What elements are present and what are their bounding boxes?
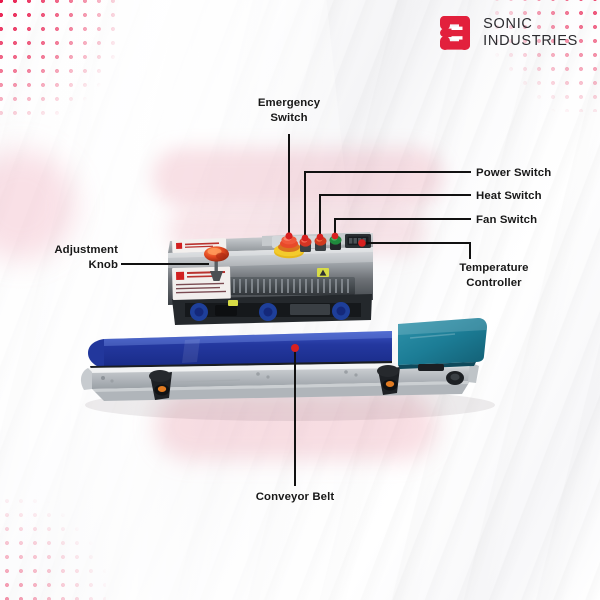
callout-heat-switch-line1: Heat Switch — [476, 190, 542, 202]
pink-blob-bottom — [155, 392, 437, 460]
brand-name-line1: SONIC — [483, 16, 533, 33]
callout-fan-switch: Fan Switch — [476, 213, 537, 228]
callout-fan-switch-line1: Fan Switch — [476, 214, 538, 226]
callout-conveyor-belt-line1: Conveyor Belt — [255, 491, 335, 503]
callout-power-switch-line1: Power Switch — [476, 167, 552, 179]
callout-emergency-switch-line1: Emergency — [257, 97, 321, 109]
callout-emergency-switch-line2: Switch — [270, 112, 308, 125]
callout-heat-switch: Heat Switch — [476, 189, 542, 204]
sonic-s-logo-icon — [440, 14, 474, 52]
callout-adjustment-knob-line2: Knob — [88, 259, 118, 272]
pink-blob-middle — [168, 208, 426, 254]
pink-blob-top — [152, 148, 444, 206]
callout-adjustment-knob-line1: Adjustment — [54, 244, 118, 256]
callout-temperature-controller-line1: Temperature — [459, 262, 529, 274]
callout-adjustment-knob: Adjustment Knob — [0, 243, 118, 273]
dot-pattern-top-left — [0, 0, 122, 124]
dot-pattern-bottom-left — [0, 494, 106, 600]
callout-temperature-controller-line2: Controller — [466, 277, 522, 290]
dot-pattern-top-right — [490, 0, 600, 112]
callout-power-switch: Power Switch — [476, 166, 551, 181]
brand-name: SONIC INDUSTRIES — [483, 16, 578, 50]
brand-logo: SONIC INDUSTRIES — [440, 14, 578, 52]
callout-conveyor-belt: Conveyor Belt — [195, 490, 395, 505]
brand-name-line2: INDUSTRIES — [483, 33, 578, 49]
callout-temperature-controller: Temperature Controller — [420, 261, 568, 291]
callout-emergency-switch: Emergency Switch — [189, 96, 389, 126]
